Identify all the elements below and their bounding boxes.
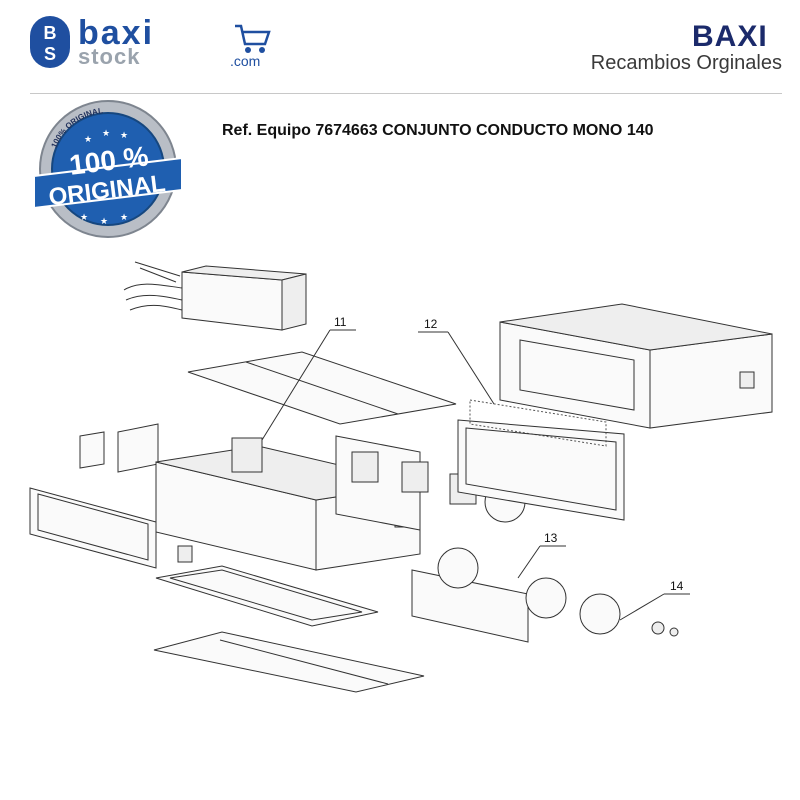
header-divider	[30, 93, 782, 94]
seal-stars: ★ ★ ★ ★ ★ ★	[80, 128, 128, 226]
filter-frame-left	[29, 487, 157, 569]
callout-12: 12	[424, 317, 438, 331]
side-plate-b	[117, 423, 159, 473]
logo-badge-top: B	[44, 23, 57, 43]
wiring-bracket	[123, 261, 307, 331]
svg-text:★: ★	[80, 212, 88, 222]
brand-name: BAXI	[692, 20, 768, 53]
seal-banner	[33, 156, 183, 210]
logo-word-top: baxi	[78, 14, 154, 52]
base-panel	[153, 631, 425, 693]
brand-subtitle: Recambios Orginales	[590, 52, 782, 74]
cart-icon	[235, 24, 271, 53]
logo-badge	[30, 16, 70, 68]
original-seal: 100% ORIGINAL 100 % ORIGINAL ★★★ ★★★	[33, 100, 183, 238]
logo-badge-bottom: S	[44, 44, 56, 64]
callout-14: 14	[670, 579, 684, 593]
side-plate-a	[79, 431, 105, 469]
filter-grid	[457, 399, 625, 521]
page-title: Ref. Equipo 7674663 CONJUNTO CONDUCTO MO…	[222, 122, 654, 139]
svg-text:★: ★	[120, 212, 128, 222]
leader-lines	[261, 329, 690, 621]
svg-text:★: ★	[102, 128, 110, 138]
exploded-diagram: 11 12 13 14	[29, 261, 773, 693]
callout-13: 13	[544, 531, 558, 545]
unit-housing	[499, 303, 773, 429]
svg-text:★: ★	[84, 134, 92, 144]
bottom-frame	[155, 565, 379, 627]
callout-11: 11	[334, 315, 347, 329]
logo-word-bottom: stock	[78, 44, 140, 69]
baxistock-logo[interactable]: B S baxi stock .com	[30, 14, 290, 70]
svg-text:★: ★	[100, 216, 108, 226]
logo-suffix: .com	[230, 53, 260, 69]
svg-text:★: ★	[120, 130, 128, 140]
blower-assembly-lower	[411, 547, 679, 643]
